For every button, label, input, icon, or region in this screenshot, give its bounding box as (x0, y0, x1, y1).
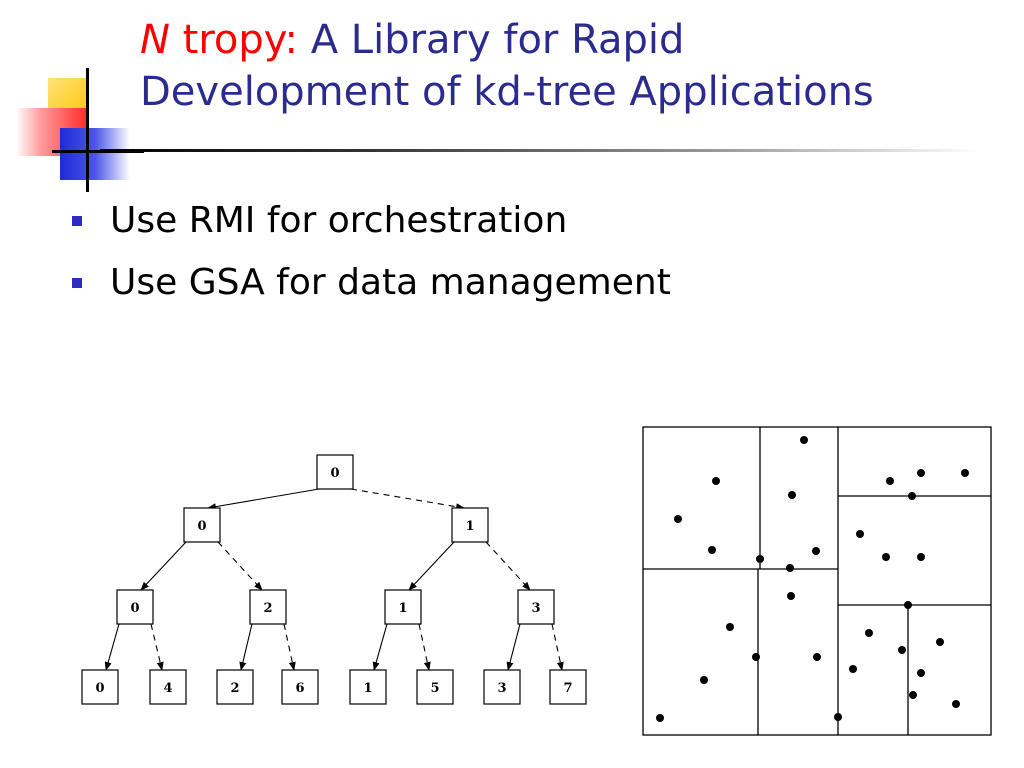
data-point (674, 515, 682, 523)
data-point (812, 547, 820, 555)
tree-edge-right-dashed (150, 623, 164, 671)
tree-edge-right-dashed (350, 488, 465, 511)
data-point (786, 564, 794, 572)
data-point (712, 477, 720, 485)
tree-edge-right-dashed (217, 541, 263, 591)
bullet-text: Use GSA for data management (110, 262, 671, 303)
tree-node: 2 (216, 669, 254, 705)
kd-tree-diagram: 0 0 1 0 2 1 3 0 4 2 6 1 5 3 7 (81, 454, 587, 705)
title-line2: Development of kd-tree Applications (140, 69, 874, 115)
data-point (834, 713, 842, 721)
data-point (904, 601, 912, 609)
data-point (656, 714, 664, 722)
data-point (882, 553, 890, 561)
data-point (917, 469, 925, 477)
bullet-square-icon (72, 216, 82, 226)
kd-partition-diagram (642, 426, 992, 736)
tree-node-label: 0 (197, 519, 206, 534)
data-point (849, 665, 857, 673)
data-point (908, 492, 916, 500)
tree-edge-left (104, 623, 120, 671)
slide-title: N tropy: A Library for Rapid Development… (140, 14, 1000, 118)
tree-node-label: 5 (430, 681, 439, 696)
bullet-text: Use RMI for orchestration (110, 200, 568, 241)
tree-edge-left (408, 541, 455, 591)
title-tropy: tropy: (182, 17, 298, 63)
tree-node-label: 1 (363, 681, 372, 696)
logo-vertical-line (86, 68, 89, 192)
tree-node: 3 (517, 589, 555, 625)
tree-node: 1 (451, 507, 489, 543)
tree-node: 2 (249, 589, 287, 625)
decorative-logo (0, 0, 144, 200)
tree-node: 1 (384, 589, 422, 625)
tree-node-label: 0 (95, 681, 104, 696)
tree-edge-left (372, 623, 388, 671)
data-point (708, 546, 716, 554)
tree-node-label: 3 (497, 681, 506, 696)
tree-node-label: 2 (230, 681, 239, 696)
data-point (936, 638, 944, 646)
tree-node: 6 (281, 669, 319, 705)
tree-edge-right-dashed (551, 623, 564, 671)
data-point (898, 646, 906, 654)
tree-node: 0 (116, 589, 154, 625)
title-n: N (140, 17, 170, 63)
tree-edge-left (239, 623, 253, 671)
bullet-square-icon (72, 278, 82, 288)
tree-node-label: 0 (130, 601, 139, 616)
tree-node-label: 6 (295, 681, 304, 696)
data-point (787, 592, 795, 600)
tree-node-label: 4 (163, 681, 172, 696)
title-line1: A Library for Rapid (310, 17, 685, 63)
tree-edge-right-dashed (283, 623, 296, 671)
data-point (952, 700, 960, 708)
tree-node: 4 (149, 669, 187, 705)
tree-node-label: 1 (398, 601, 407, 616)
tree-node-label: 7 (563, 681, 572, 696)
tree-edge-left (207, 488, 320, 511)
data-point (909, 691, 917, 699)
data-point (726, 623, 734, 631)
tree-node-label: 2 (263, 601, 272, 616)
data-point (917, 669, 925, 677)
data-point (813, 653, 821, 661)
tree-node: 3 (483, 669, 521, 705)
data-point (788, 491, 796, 499)
data-point (865, 629, 873, 637)
data-point (961, 469, 969, 477)
data-point (917, 553, 925, 561)
tree-node: 0 (183, 507, 221, 543)
data-point (752, 653, 760, 661)
partition-border (642, 426, 992, 736)
tree-edge-right-dashed (418, 623, 431, 671)
data-point (886, 477, 894, 485)
data-point (756, 555, 764, 563)
tree-node-label: 1 (465, 519, 474, 534)
data-point (700, 676, 708, 684)
bullet-item: Use RMI for orchestration (72, 190, 671, 252)
tree-edge-left (506, 623, 521, 671)
tree-edge-right-dashed (485, 541, 531, 591)
data-point (856, 530, 864, 538)
tree-node-label: 3 (531, 601, 540, 616)
tree-edge-left (140, 541, 187, 591)
data-point (800, 436, 808, 444)
title-underline (100, 149, 980, 152)
tree-node: 0 (316, 454, 354, 490)
tree-node: 0 (81, 669, 119, 705)
bullet-item: Use GSA for data management (72, 252, 671, 314)
logo-blue-square (60, 128, 130, 180)
tree-node: 1 (349, 669, 387, 705)
bullet-list: Use RMI for orchestration Use GSA for da… (72, 190, 671, 314)
tree-node-label: 0 (330, 466, 339, 481)
logo-horizontal-line (52, 150, 144, 153)
tree-node: 5 (416, 669, 454, 705)
tree-node: 7 (549, 669, 587, 705)
